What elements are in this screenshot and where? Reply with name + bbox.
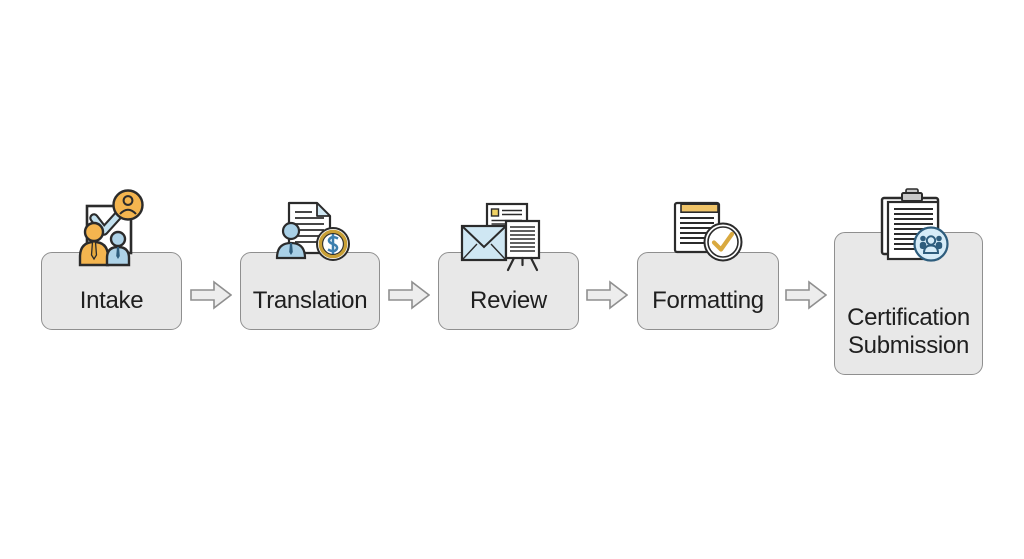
review-documents-mail-icon (458, 200, 548, 272)
review-stage-label: Review (470, 287, 547, 314)
translator-document-payment-icon (272, 200, 352, 262)
formatting-document-checkmark-icon (666, 200, 746, 264)
formatting-stage-box: Formatting (637, 252, 779, 330)
translation-stage-box: Translation (240, 252, 380, 330)
flow-arrow-icon (388, 279, 430, 311)
intake-people-checklist-icon (73, 189, 161, 267)
flow-arrow-icon (785, 279, 827, 311)
translation-stage-label: Translation (252, 287, 368, 314)
flow-arrow-icon (586, 279, 628, 311)
intake-stage-label: Intake (79, 287, 144, 314)
flow-arrow-icon (190, 279, 232, 311)
certification-clipboard-team-icon (872, 188, 956, 266)
review-stage-box: Review (438, 252, 579, 330)
formatting-stage-label: Formatting (652, 287, 764, 314)
certification-stage-label-line2: Submission (847, 332, 970, 359)
certification-stage-label-line1: Certification (847, 304, 970, 331)
